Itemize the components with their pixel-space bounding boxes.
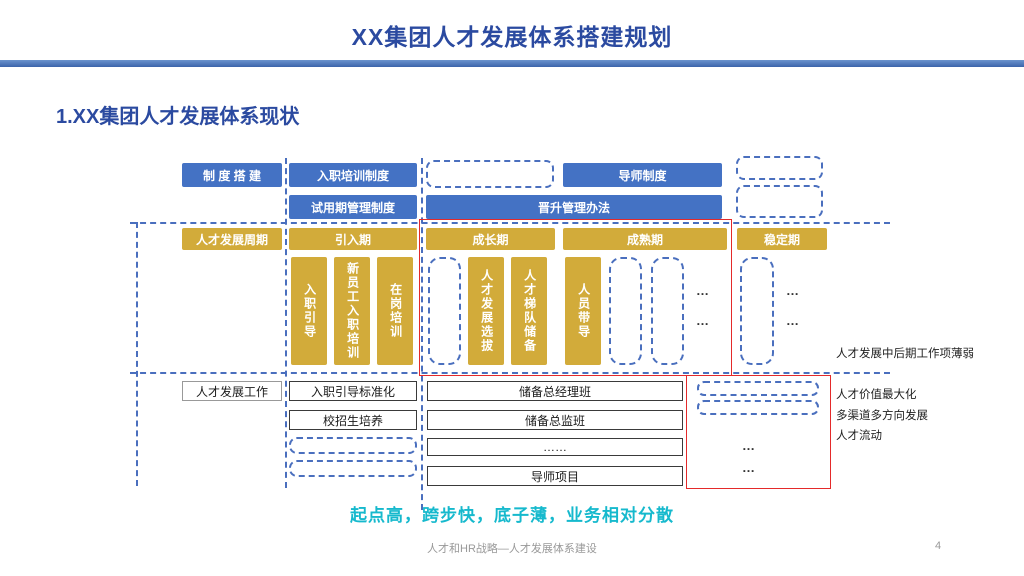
item-onjob-training: 在岗培训 [377, 257, 413, 365]
item-talent-pipeline: 人才梯队储备 [511, 257, 547, 365]
item-onboarding-guide: 入职引导 [291, 257, 327, 365]
ellipsis-future-2: … [742, 460, 757, 475]
placeholder-vertical-mature-1 [609, 257, 642, 365]
placeholder-box-right-second [736, 185, 823, 218]
ellipsis-stable-2: … [786, 313, 801, 328]
divider-vertical-col1 [285, 158, 287, 488]
label-talent-work: 人才发展工作 [182, 381, 282, 401]
divider-line-top [130, 222, 890, 224]
work-onboarding-standardization: 入职引导标准化 [289, 381, 417, 401]
annotation-weak-midlate: 人才发展中后期工作项薄弱 [836, 348, 974, 360]
placeholder-vertical-growth [428, 257, 461, 365]
divider-vertical-col2 [421, 158, 423, 510]
footer-text: 人才和HR战略—人才发展体系建设 [427, 543, 597, 555]
annotation-talent-flow: 人才流动 [836, 430, 882, 442]
phase-growth: 成长期 [426, 228, 555, 250]
footer-page-number: 4 [935, 540, 942, 552]
divider-line-bottom [130, 372, 890, 374]
placeholder-vertical-mature-2 [651, 257, 684, 365]
item-talent-selection: 人才发展选拔 [468, 257, 504, 365]
placeholder-vertical-stable [740, 257, 774, 365]
title-underline [0, 60, 1024, 67]
placeholder-box-right-top [736, 156, 823, 180]
ellipsis-mature-1: … [696, 283, 711, 298]
work-reserve-director-class: 储备总监班 [427, 410, 683, 430]
placeholder-future-1 [697, 381, 819, 396]
box-onboarding-training-system: 入职培训制度 [289, 163, 417, 187]
placeholder-box-growth-system [426, 160, 554, 188]
phase-intro: 引入期 [289, 228, 417, 250]
work-mentor-project: 导师项目 [427, 466, 683, 486]
work-campus-recruit-training: 校招生培养 [289, 410, 417, 430]
work-ellipsis-box: …… [427, 438, 683, 456]
label-system-building: 制 度 搭 建 [182, 163, 282, 187]
placeholder-work-left-1 [289, 437, 417, 454]
annotation-multichannel: 多渠道多方向发展 [836, 410, 928, 422]
box-probation-system: 试用期管理制度 [289, 195, 417, 219]
ellipsis-stable-1: … [786, 283, 801, 298]
phase-stable: 稳定期 [737, 228, 827, 250]
ellipsis-future-1: … [742, 438, 757, 453]
work-reserve-gm-class: 储备总经理班 [427, 381, 683, 401]
item-staff-mentoring: 人员带导 [565, 257, 601, 365]
label-talent-cycle: 人才发展周期 [182, 228, 282, 250]
bottom-summary-note: 起点高，跨步快，底子薄，业务相对分散 [350, 506, 674, 525]
placeholder-work-left-2 [289, 460, 417, 477]
ellipsis-mature-2: … [696, 313, 711, 328]
placeholder-future-2 [697, 400, 819, 415]
annotation-value-max: 人才价值最大化 [836, 389, 917, 401]
page-title: XX集团人才发展体系搭建规划 [351, 24, 673, 50]
section-heading: 1.XX集团人才发展体系现状 [56, 106, 300, 128]
item-new-employee-training: 新员工入职培训 [334, 257, 370, 365]
box-mentor-system: 导师制度 [563, 163, 722, 187]
phase-mature: 成熟期 [563, 228, 727, 250]
divider-vertical-left [136, 222, 138, 486]
box-promotion-rules: 晋升管理办法 [426, 195, 722, 219]
